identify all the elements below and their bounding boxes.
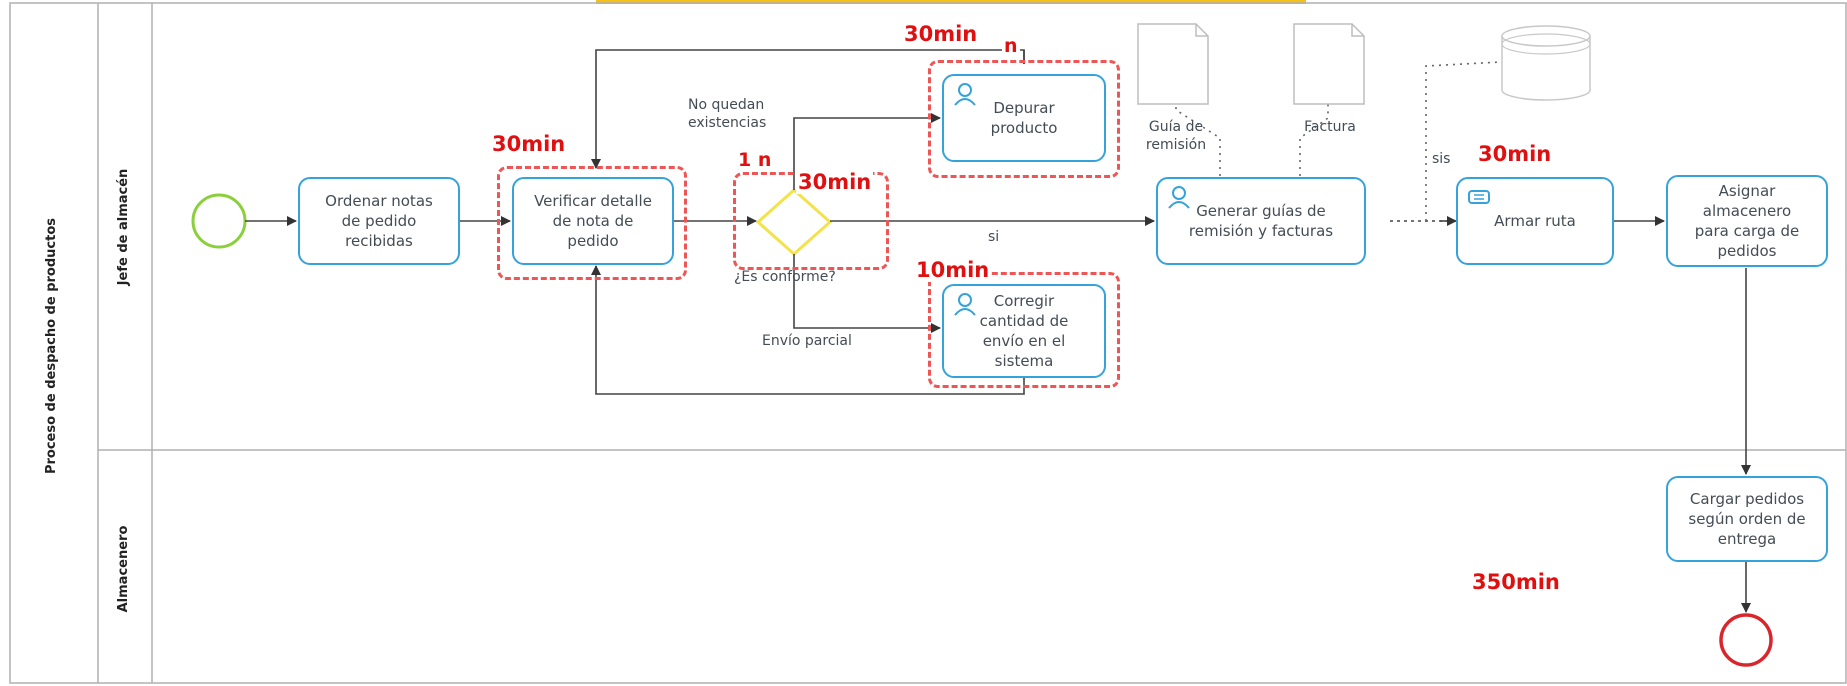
task-corregir-cantidad[interactable]: Corregir cantidad de envío en el sistema [942,284,1106,378]
task-corregir-cantidad-label: Corregir cantidad de envío en el sistema [979,292,1069,370]
task-generar-guias-label: Generar guías de remisión y facturas [1188,202,1334,240]
task-armar-ruta[interactable]: Armar ruta [1456,177,1614,265]
mark-gateway: 1 n [736,148,774,172]
user-task-icon [1168,186,1190,209]
guia-document [1137,23,1209,105]
end-event [1719,613,1773,667]
time-total: 350min [1470,570,1562,594]
highlight-depurar [928,60,1120,178]
task-ordenar-notas[interactable]: Ordenar notas de pedido recibidas [298,177,460,265]
pool-title: Proceso de despacho de productos [44,217,59,475]
highlight-corregir [928,272,1120,388]
start-event [191,193,247,249]
pool-border [9,2,1847,684]
task-generar-guias[interactable]: Generar guías de remisión y facturas [1156,177,1366,265]
task-verificar-detalle-label: Verificar detalle de nota de pedido [534,192,652,250]
time-gateway: 30min [796,170,874,194]
data-store [1501,36,1591,101]
factura-document [1293,23,1365,105]
task-cargar-pedidos[interactable]: Cargar pedidos según orden de entrega [1666,476,1828,562]
label-factura: Factura [1304,119,1356,135]
task-verificar-detalle[interactable]: Verificar detalle de nota de pedido [512,177,674,265]
time-armar: 30min [1476,142,1554,166]
label-envio-parcial: Envío parcial [762,333,852,349]
lane-title-jefe: Jefe de almacén [116,168,131,286]
service-task-icon [1468,190,1490,204]
task-depurar-producto[interactable]: Depurar producto [942,74,1106,162]
user-task-icon [954,293,976,316]
highlight-verificar [497,166,687,280]
mark-depurar: n [1002,34,1020,58]
label-si-gateway: si [988,229,1000,245]
gateway-question: ¿Es conforme? [734,269,836,285]
label-no-quedan-existencias: No quedan existencias [688,97,767,131]
label-si-sis: sis [1432,151,1451,167]
user-task-icon [954,83,976,106]
top-highlight-bar [596,0,1306,4]
time-verificar: 30min [490,132,568,156]
time-corregir: 10min [914,258,992,282]
task-asignar-almacenero[interactable]: Asignar almacenero para carga de pedidos [1666,175,1828,267]
time-depurar: 30min [902,22,980,46]
label-guia-remision: Guía de remisión [1145,119,1207,153]
task-armar-ruta-label: Armar ruta [1494,212,1576,230]
task-cargar-pedidos-label: Cargar pedidos según orden de entrega [1688,490,1806,548]
task-ordenar-notas-label: Ordenar notas de pedido recibidas [325,192,433,250]
task-asignar-almacenero-label: Asignar almacenero para carga de pedidos [1694,182,1800,260]
lane-title-almacenero: Almacenero [116,525,131,613]
task-depurar-producto-label: Depurar producto [990,99,1058,137]
